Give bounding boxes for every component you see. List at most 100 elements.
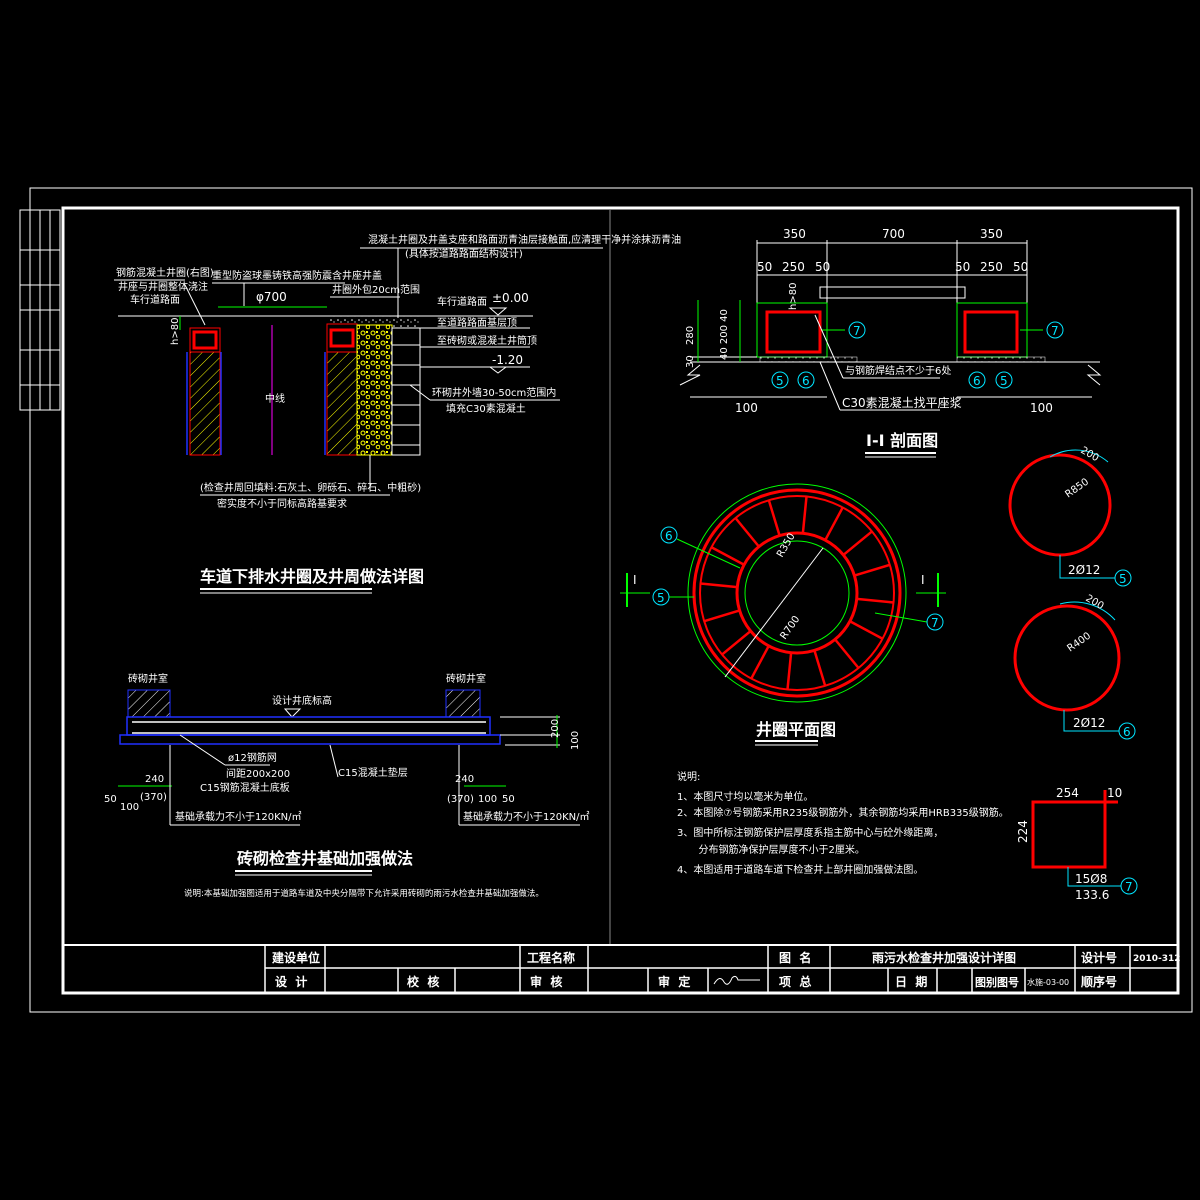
- left-binding-strip: [19, 209, 61, 411]
- dim-30: 30: [685, 355, 696, 368]
- foundation-title: 砖砌检查井基础加强做法: [237, 849, 413, 868]
- note-item: 3、图中所标注钢筋保护层厚度系指主筋中心与砼外缘距离，: [677, 826, 943, 839]
- design-no-label: 设计号: [1081, 950, 1117, 965]
- stirrup-spec: 15Ø8: [1075, 872, 1107, 886]
- tag-7: 7: [926, 613, 944, 631]
- reviewer-label: 审 核: [530, 974, 562, 989]
- tag-6: 6: [1118, 722, 1136, 740]
- ring-range-label: 井圈外包20cm范围: [332, 283, 420, 296]
- dim-280: 280: [685, 326, 696, 345]
- ring-plan: R350 R700 I I 6 5 7 井圈平面图: [620, 483, 946, 746]
- radius-r850: R850: [1063, 477, 1091, 501]
- seat-label: 井座与井圈整体浇注: [118, 280, 208, 293]
- h-dim: h>80: [788, 283, 799, 310]
- stirrup-spoke: [750, 645, 770, 680]
- section-mark-left: I: [633, 573, 637, 587]
- centerline-label: 中线: [265, 392, 285, 405]
- dim-50: 50: [1013, 260, 1028, 274]
- note-item: 4、本图适用于道路车道下检查井上部井圈加强做法图。: [677, 863, 923, 876]
- road-right-label: 车行道路面: [437, 295, 487, 308]
- plan-title: 井圈平面图: [756, 720, 836, 739]
- note-line-2: (具体按道路路面结构设计): [405, 247, 523, 260]
- right-capacity-label: 基础承载力不小于120KN/㎡: [463, 810, 590, 823]
- rebar-5-detail: 200 R850 2Ø12 5: [1008, 445, 1132, 587]
- project-label: 工程名称: [527, 950, 575, 965]
- dim-250: 250: [980, 260, 1003, 274]
- note-item: 1、本图尺寸均以毫米为单位。: [677, 790, 813, 803]
- bedding-note: C30素混凝土找平座浆: [842, 395, 962, 410]
- designer-label: 设 计: [275, 974, 307, 989]
- well-ring-detail: 混凝土井圈及井盖支座和路面沥青油层接触面,应清理干净并涂抹沥青油 (具体按道路路…: [114, 233, 681, 594]
- stirrup-spoke: [721, 630, 752, 656]
- backfill-note: (检查井周回填料:石灰土、卵砾石、碎石、中粗砂): [200, 481, 421, 494]
- compaction-note: 密实度不小于同标高路基要求: [217, 497, 347, 510]
- svg-text:5: 5: [657, 591, 665, 605]
- right-dim-100: 100: [478, 794, 497, 805]
- seq-label: 顺序号: [1081, 974, 1117, 989]
- stirrup-spoke: [842, 530, 873, 556]
- svg-text:6: 6: [973, 374, 981, 388]
- checker-label: 校 核: [407, 974, 439, 989]
- approver-label: 审 定: [658, 974, 690, 989]
- foundation-detail: 砖砌井室 砖砌井室 设计井底标高 200 100 ø12钢筋网 间距200x20…: [104, 672, 590, 899]
- svg-text:7: 7: [1051, 324, 1059, 338]
- stirrup-spoke: [734, 517, 760, 548]
- left-capacity-label: 基础承载力不小于120KN/㎡: [175, 810, 302, 823]
- elevation-bottom: -1.20: [492, 353, 523, 367]
- radius-r400: R400: [1065, 631, 1093, 655]
- dim-50: 50: [757, 260, 772, 274]
- dim-350-left: 350: [783, 227, 806, 241]
- stirrup-spoke: [767, 499, 781, 536]
- radius-r700: R700: [778, 614, 802, 642]
- fill-range-label: 环砌井外墙30-50cm范围内: [432, 386, 556, 399]
- svg-text:5: 5: [1119, 572, 1127, 586]
- rebar-6-detail: 200 R400 2Ø12 6: [1013, 593, 1136, 740]
- right-dim-50: 50: [502, 794, 515, 805]
- svg-text:6: 6: [802, 374, 810, 388]
- tag-6: 6: [797, 371, 815, 389]
- foundation-note: 说明:本基础加强图适用于道路车道及中央分隔带下允许采用砖砌的雨污水检查井基础加强…: [184, 888, 544, 899]
- road-left-label: 车行道路面: [130, 293, 180, 306]
- cushion-thickness-100: 100: [570, 731, 581, 750]
- design-no: 2010-312: [1133, 954, 1181, 964]
- rebar-5-spec: 2Ø12: [1068, 563, 1100, 577]
- title-block-text: 建设单位 工程名称 图 名 雨污水检查井加强设计详图 设计号 2010-312 …: [271, 950, 1181, 989]
- dim-100-left: 100: [735, 401, 758, 415]
- owner-label: 建设单位: [271, 950, 320, 965]
- tag-5: 5: [1114, 569, 1132, 587]
- svg-text:6: 6: [665, 529, 673, 543]
- tag-6: 6: [660, 526, 678, 544]
- ring-label: 钢筋混凝土井圈(右图): [116, 266, 214, 279]
- left-dim-370: (370): [140, 792, 167, 803]
- slab-label: C15钢筋混凝土底板: [200, 781, 290, 794]
- cover-label: 重型防盗球墨铸铁高强防震含井座井盖: [212, 269, 382, 282]
- fill-material-label: 填充C30素混凝土: [446, 402, 526, 415]
- stirrup-spoke: [854, 563, 891, 577]
- to-shaft-label: 至砖砌或混凝土井筒顶: [437, 334, 537, 347]
- drawing-name: 雨污水检查井加强设计详图: [872, 950, 1016, 965]
- section-title: I-I 剖面图: [866, 431, 938, 450]
- stirrup-height: 224: [1016, 820, 1030, 843]
- sheet-no: 水施-03-00: [1027, 977, 1069, 987]
- title-block: [63, 944, 1178, 993]
- stirrup-7-detail: 254 10 224 15Ø8 133.6 7: [1016, 786, 1138, 902]
- right-dim-370: (370): [447, 794, 474, 805]
- radial-stirrups: [700, 496, 894, 690]
- inner-frame: [61, 206, 1180, 995]
- stirrup-length: 133.6: [1075, 888, 1109, 902]
- section-mark-right: I: [921, 573, 925, 587]
- date-label: 日 期: [895, 974, 927, 989]
- design-bottom-label: 设计井底标高: [272, 694, 332, 707]
- right-dim-240: 240: [455, 774, 474, 785]
- tag-5: 5: [995, 371, 1013, 389]
- tag-7: 7: [1120, 877, 1138, 895]
- left-dim-240: 240: [145, 774, 164, 785]
- spacing-label: 间距200x200: [226, 767, 290, 780]
- svg-text:6: 6: [1123, 725, 1131, 739]
- tag-7-left: 7: [848, 321, 866, 339]
- stirrup-spoke: [786, 652, 793, 690]
- stirrup-spoke: [710, 546, 745, 566]
- tag-7-right: 7: [1046, 321, 1064, 339]
